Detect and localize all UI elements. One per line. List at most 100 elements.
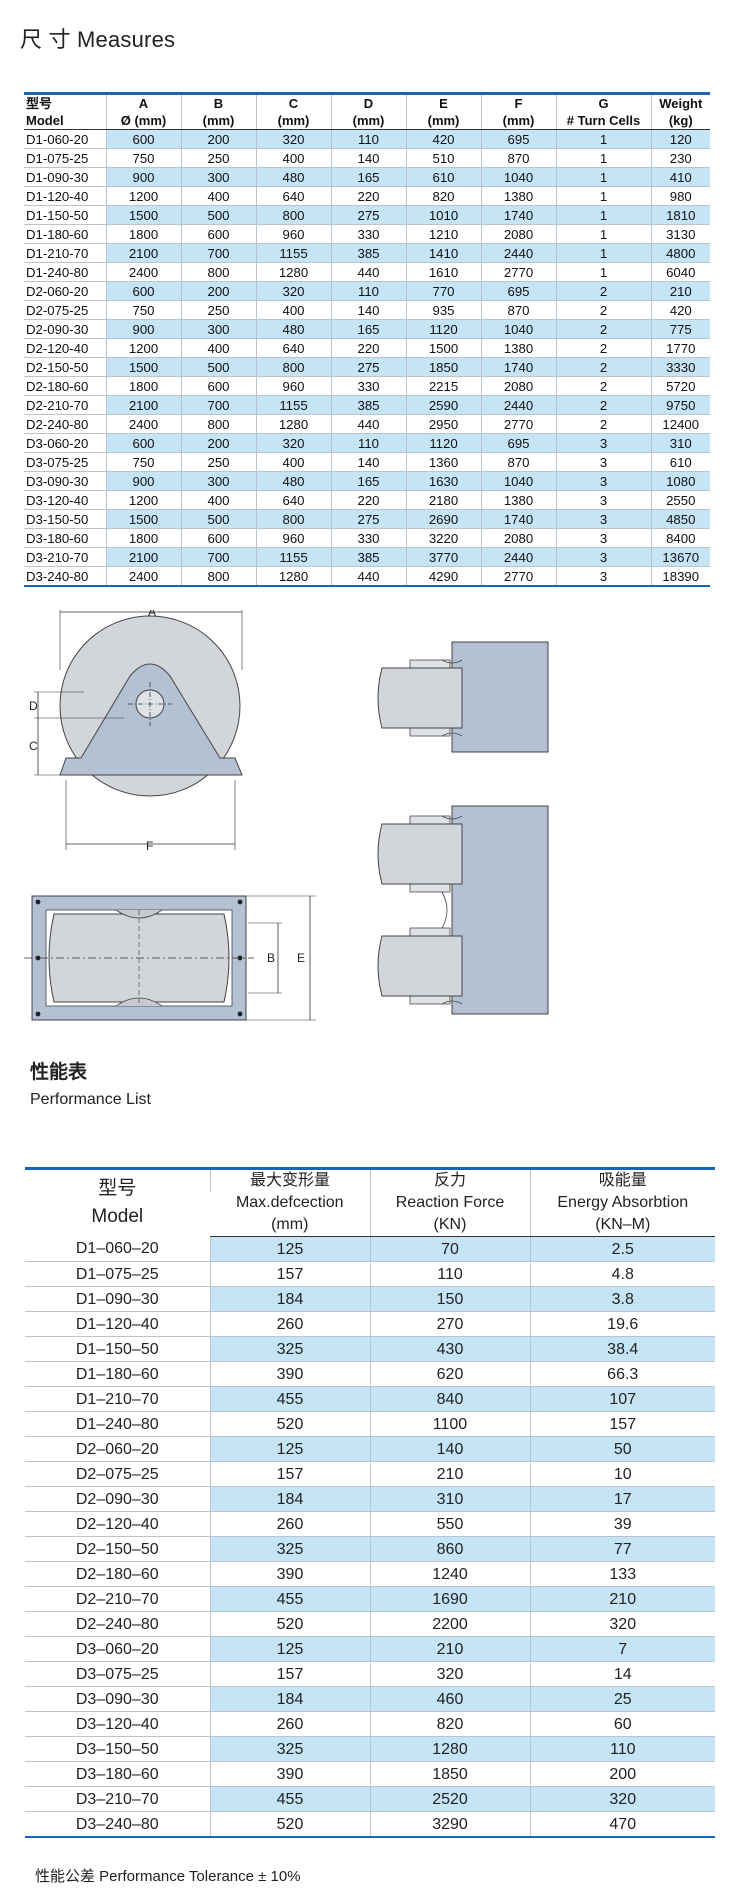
measures-value-cell: 330: [330, 376, 406, 396]
performance-value-cell: 19.6: [529, 1311, 715, 1337]
measures-value-cell: 8400: [650, 528, 710, 548]
performance-value-cell: 157: [209, 1661, 370, 1687]
measures-value-cell: 1360: [405, 452, 481, 472]
measures-value-cell: 2100: [105, 395, 181, 415]
performance-value-cell: 110: [369, 1261, 530, 1287]
measures-value-cell: 900: [105, 471, 181, 491]
performance-table: 型号 Model 最大变形量 反力 吸能量 Max.defcection Rea…: [25, 1167, 715, 1838]
measures-value-cell: 3130: [650, 224, 710, 244]
measures-value-cell: 220: [330, 338, 406, 358]
measures-header-cell: Weight: [650, 92, 710, 112]
measures-model-cell: D1-210-70: [24, 243, 106, 263]
performance-model-cell: D3–120–40: [25, 1711, 210, 1737]
measures-value-cell: 1155: [255, 395, 331, 415]
performance-value-cell: 3.8: [529, 1286, 715, 1312]
measures-value-cell: 700: [180, 243, 256, 263]
performance-model-cell: D1–240–80: [25, 1411, 210, 1437]
dim-label-b: B: [267, 951, 275, 965]
performance-model-cell: D2–120–40: [25, 1511, 210, 1537]
performance-model-cell: D3–060–20: [25, 1636, 210, 1662]
measures-value-cell: 1740: [480, 357, 556, 377]
measures-value-cell: 2215: [405, 376, 481, 396]
measures-value-cell: 2440: [480, 243, 556, 263]
measures-value-cell: 2590: [405, 395, 481, 415]
performance-model-cell: D2–240–80: [25, 1611, 210, 1637]
measures-value-cell: 250: [180, 300, 256, 320]
measures-value-cell: 250: [180, 148, 256, 168]
performance-value-cell: 60: [529, 1711, 715, 1737]
performance-value-cell: 4.8: [529, 1261, 715, 1287]
measures-value-cell: 1: [555, 205, 651, 225]
measures-value-cell: 310: [650, 433, 710, 453]
measures-value-cell: 2080: [480, 376, 556, 396]
performance-value-cell: 325: [209, 1336, 370, 1362]
measures-header-cell: F: [480, 92, 556, 112]
performance-value-cell: 520: [209, 1411, 370, 1437]
measures-value-cell: 1610: [405, 262, 481, 282]
performance-value-cell: 157: [209, 1461, 370, 1487]
measures-value-cell: 640: [255, 186, 331, 206]
performance-value-cell: 260: [209, 1711, 370, 1737]
performance-value-cell: 210: [529, 1586, 715, 1612]
measures-value-cell: 960: [255, 224, 331, 244]
plan-view: B E: [24, 895, 316, 1021]
measures-value-cell: 1: [555, 224, 651, 244]
measures-header-cell: (mm): [330, 112, 406, 130]
performance-value-cell: 157: [529, 1411, 715, 1437]
dim-label-f: F: [146, 839, 153, 853]
performance-value-cell: 2.5: [529, 1236, 715, 1262]
measures-value-cell: 600: [105, 433, 181, 453]
measures-value-cell: 500: [180, 509, 256, 529]
performance-model-cell: D1–150–50: [25, 1336, 210, 1362]
measures-value-cell: 1: [555, 167, 651, 187]
performance-value-cell: 390: [209, 1361, 370, 1387]
measures-value-cell: 385: [330, 547, 406, 567]
performance-model-cell: D2–090–30: [25, 1486, 210, 1512]
measures-value-cell: 1200: [105, 338, 181, 358]
measures-value-cell: 1280: [255, 262, 331, 282]
single-roller-section: [377, 641, 549, 753]
measures-model-cell: D1-120-40: [24, 186, 106, 206]
measures-value-cell: 400: [255, 300, 331, 320]
measures-model-cell: D2-180-60: [24, 376, 106, 396]
measures-model-cell: D2-210-70: [24, 395, 106, 415]
measures-value-cell: 2: [555, 281, 651, 301]
measures-value-cell: 2: [555, 338, 651, 358]
performance-value-cell: 17: [529, 1486, 715, 1512]
performance-value-cell: 620: [369, 1361, 530, 1387]
performance-model-cell: D2–180–60: [25, 1561, 210, 1587]
measures-value-cell: 2: [555, 376, 651, 396]
measures-value-cell: 420: [405, 129, 481, 149]
measures-value-cell: 140: [330, 148, 406, 168]
measures-model-cell: D3-210-70: [24, 547, 106, 567]
measures-header-cell: (mm): [255, 112, 331, 130]
performance-value-cell: 210: [369, 1461, 530, 1487]
measures-value-cell: 1380: [480, 338, 556, 358]
measures-value-cell: 870: [480, 452, 556, 472]
performance-value-cell: 430: [369, 1336, 530, 1362]
measures-value-cell: 610: [405, 167, 481, 187]
performance-value-cell: 260: [209, 1511, 370, 1537]
measures-value-cell: 960: [255, 376, 331, 396]
performance-value-cell: 455: [209, 1586, 370, 1612]
performance-value-cell: 390: [209, 1761, 370, 1787]
performance-value-cell: 25: [529, 1686, 715, 1712]
measures-header-cell: E: [405, 92, 481, 112]
measures-value-cell: 400: [255, 148, 331, 168]
measures-value-cell: 1040: [480, 319, 556, 339]
